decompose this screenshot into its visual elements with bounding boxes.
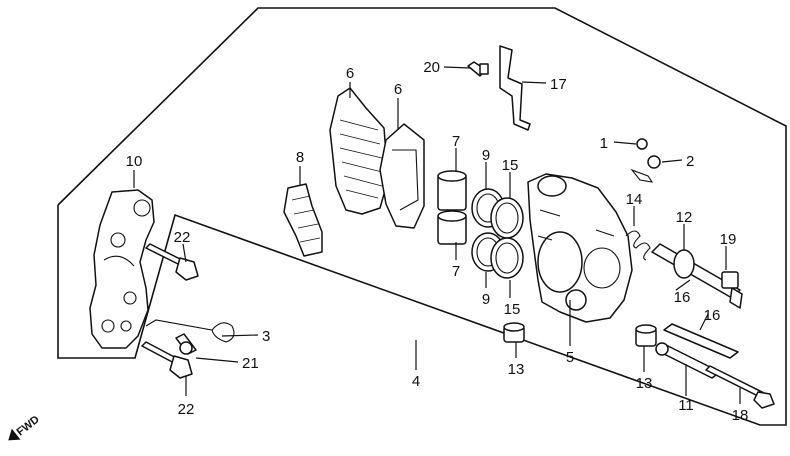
callout-16-upper: 16	[674, 289, 691, 306]
callout-13-left: 13	[508, 361, 525, 378]
pad-spring	[283, 183, 323, 257]
bushing-left	[503, 322, 525, 343]
cap-part-1	[636, 138, 648, 150]
callout-11: 11	[678, 397, 694, 414]
assembly-outline	[57, 7, 787, 426]
piston-lower	[437, 210, 467, 245]
callout-16-lower: 16	[704, 307, 721, 324]
callout-2: 2	[686, 153, 694, 170]
caliper-bracket	[89, 189, 155, 349]
callout-12: 12	[676, 209, 693, 226]
callout-3: 3	[262, 328, 270, 345]
retaining-clip	[145, 319, 235, 343]
callout-14: 14	[626, 191, 643, 208]
callout-22-lower: 22	[178, 401, 195, 418]
forward-direction-indicator: FWD	[8, 414, 42, 441]
callout-22-upper: 22	[174, 229, 191, 246]
callout-labels: 1 2 3 4 5 6 6 7 7 8 9 9 10 11 12 13 13 1…	[126, 59, 749, 424]
brake-pad-inner	[379, 123, 425, 229]
callout-8: 8	[296, 149, 304, 166]
pin-spring	[625, 230, 651, 261]
caliper-body	[527, 173, 633, 323]
piston-upper	[437, 170, 467, 211]
callout-9-upper: 9	[482, 147, 490, 164]
brake-pad-outer	[329, 87, 389, 215]
long-bolt-18	[705, 365, 775, 409]
callout-6-inner: 6	[394, 81, 402, 98]
bracket-bolt-upper	[145, 243, 199, 281]
forward-arrow-icon	[8, 428, 21, 441]
bracket-plate	[499, 45, 531, 131]
callout-6-outer: 6	[346, 65, 354, 82]
callout-7-upper: 7	[452, 133, 460, 150]
callout-15-lower: 15	[504, 301, 521, 318]
small-bolt	[175, 333, 197, 355]
retainer-part-2	[630, 155, 661, 183]
leader-lines	[133, 66, 741, 404]
callout-10: 10	[126, 153, 143, 170]
callout-17: 17	[550, 76, 567, 93]
seal-15-lower	[490, 237, 524, 279]
callout-15-upper: 15	[502, 157, 519, 174]
callout-19: 19	[720, 231, 737, 248]
callout-20: 20	[423, 59, 440, 76]
seal-15-upper	[490, 197, 524, 239]
callout-18: 18	[732, 407, 749, 424]
callout-7-lower: 7	[452, 263, 460, 280]
callout-21: 21	[242, 355, 259, 372]
fwd-label: FWD	[15, 414, 42, 439]
callout-5: 5	[566, 349, 574, 366]
slide-pin-lower-16	[663, 323, 739, 359]
dust-cap	[721, 271, 739, 289]
callout-1: 1	[600, 135, 608, 152]
callout-9-lower: 9	[482, 291, 490, 308]
callout-13-right: 13	[636, 375, 653, 392]
bushing-right	[635, 324, 657, 347]
bleeder-screw	[467, 61, 489, 77]
callout-4: 4	[412, 373, 420, 390]
